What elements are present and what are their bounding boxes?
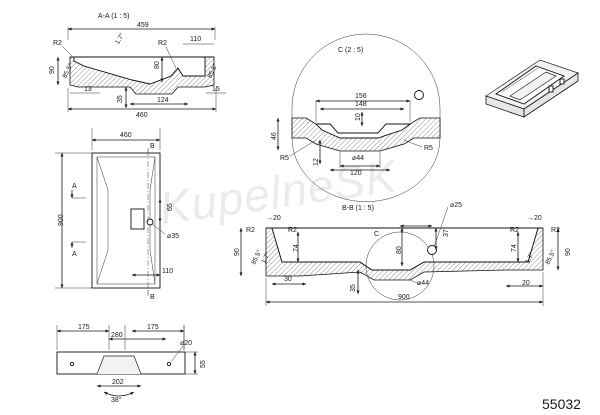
c-dim-148: 148 [355, 101, 367, 108]
top-marker-b-bottom: B [150, 294, 155, 301]
c-dim-46: 46 [271, 132, 278, 140]
front-dim-175-left: 175 [78, 324, 90, 331]
aa-dim-459: 459 [137, 22, 149, 29]
isometric-view [485, 59, 579, 118]
bb-dim-90-right: 90 [565, 248, 572, 256]
bb-dim-20-bottom: 20 [522, 280, 530, 287]
section-aa: A-A (1 : 5) 459 460 R2 R2 1.7° 110 90 85… [49, 13, 226, 119]
aa-dim-124: 124 [157, 97, 169, 104]
bb-r2-2: R2 [288, 227, 297, 234]
c-dim-12: 12 [313, 158, 320, 166]
section-bb-title: B-B (1 : 5) [342, 205, 374, 212]
front-angle-38: 38° [111, 396, 122, 404]
bb-r2-4: R2 [551, 227, 560, 234]
bb-detail-c-label: C [374, 231, 379, 238]
bb-dim-20-left: →20 [266, 215, 281, 222]
top-marker-b-top: B [150, 143, 155, 150]
bb-dim-37: 37 [443, 229, 450, 237]
top-dim-460: 460 [120, 132, 132, 139]
aa-angle-1-7: 1.7° [113, 31, 126, 45]
c-dim-44: ⌀44 [352, 155, 364, 162]
bb-dim-35: 35 [350, 284, 357, 292]
aa-dim-460: 460 [136, 112, 148, 119]
top-view: 460 900 A A B B 65 ⌀35 110 [55, 128, 179, 301]
aa-r2-left: R2 [53, 40, 62, 47]
aa-dim-35: 35 [117, 95, 124, 103]
aa-r2-right: R2 [158, 40, 167, 47]
top-dim-65: 65 [167, 203, 174, 211]
front-view: 175 280 175 ⌀20 55 202 38° [56, 324, 207, 404]
c-dim-156: 156 [355, 93, 367, 100]
aa-dim-13: 13 [84, 86, 92, 93]
top-dim-110: 110 [162, 268, 173, 275]
top-marker-a-top: A [72, 183, 77, 190]
bb-r2-1: R2 [246, 227, 255, 234]
bb-dim-74-left: 74 [293, 244, 300, 252]
front-dim-55: 55 [200, 360, 207, 368]
section-bb: B-B (1 : 5) C ⌀25 37 80 ⌀44 →20 R2 R2 90… [234, 202, 572, 306]
top-marker-a-bottom: A [72, 251, 77, 258]
bb-dim-30: 30 [284, 276, 292, 283]
c-r5-right: R5 [424, 145, 433, 152]
bb-dim-74-right: 74 [511, 244, 518, 252]
top-dim-900: 900 [58, 214, 65, 226]
bb-dim-20-right: →20 [527, 215, 542, 222]
bb-r2-3: R2 [510, 227, 519, 234]
bb-dim-25: ⌀25 [450, 202, 462, 209]
top-dim-35: ⌀35 [167, 233, 179, 240]
front-dim-202: 202 [112, 379, 124, 386]
bb-dim-44: ⌀44 [417, 280, 429, 287]
bb-angle-right: 85.5° [544, 248, 558, 266]
bb-dim-90-left: 90 [234, 248, 241, 256]
bb-dim-900: 900 [398, 294, 410, 301]
aa-dim-90: 90 [49, 66, 56, 74]
bb-dim-80: 80 [396, 246, 403, 254]
aa-dim-110: 110 [190, 36, 201, 43]
c-r5-left: R5 [280, 155, 289, 162]
section-aa-title: A-A (1 : 5) [98, 13, 130, 20]
front-dim-175-right: 175 [147, 324, 159, 331]
c-dim-120: 120 [350, 170, 362, 177]
drawing-number: 55032 [542, 396, 581, 412]
aa-dim-15: 15 [212, 86, 220, 93]
c-dim-10: 10 [355, 113, 362, 121]
detail-c-title: C (2 : 5) [338, 47, 363, 54]
front-dim-20: ⌀20 [180, 340, 192, 347]
aa-dim-80: 80 [154, 61, 161, 69]
front-dim-280: 280 [111, 332, 123, 339]
